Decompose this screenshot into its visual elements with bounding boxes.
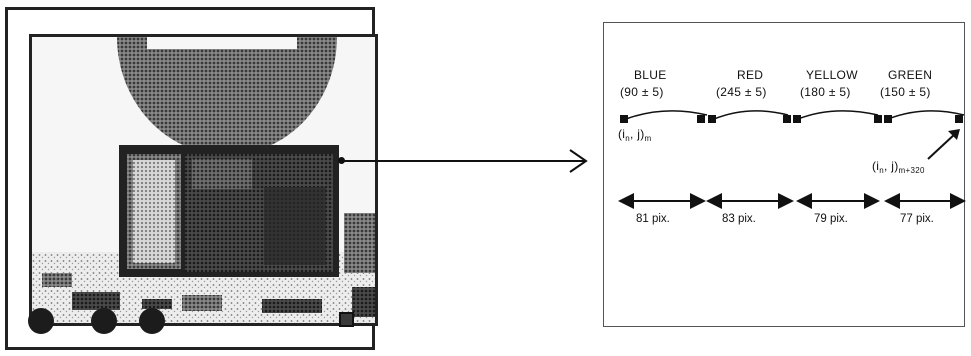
boundary-marker-3a (874, 115, 882, 123)
monitor-knob-2[interactable] (91, 308, 117, 334)
boundary-marker-2b (793, 115, 801, 123)
segment-width-arrows (618, 193, 966, 209)
color-name-blue: BLUE (634, 68, 667, 82)
arrow-head-icon (569, 149, 588, 173)
boundary-marker-2a (783, 115, 791, 123)
color-range-blue: (90 ± 5) (620, 85, 664, 99)
pixel-width-yellow: 79 pix. (814, 213, 848, 225)
arrow-line (341, 160, 585, 162)
monitor-knob-3[interactable] (139, 308, 165, 334)
color-range-green: (150 ± 5) (880, 85, 931, 99)
brace-yellow (797, 110, 879, 120)
monitor-frame (5, 7, 378, 350)
start-coordinate-label: (in, j)m (618, 127, 652, 143)
brace-green (887, 110, 965, 120)
pixel-width-red: 83 pix. (722, 213, 756, 225)
pixel-width-green: 77 pix. (900, 213, 934, 225)
boundary-marker-1b (708, 115, 716, 123)
segment-braces (625, 110, 965, 120)
boundary-marker-end (955, 115, 963, 123)
color-name-red: RED (737, 68, 764, 82)
color-range-yellow: (180 ± 5) (800, 85, 851, 99)
monitor-knob-1[interactable] (28, 308, 54, 334)
monitor-square-button[interactable] (339, 312, 354, 327)
hemisphere-object (117, 37, 337, 155)
screen-image (32, 37, 375, 323)
color-name-yellow: YELLOW (806, 68, 858, 82)
end-pointer-arrow-icon (927, 129, 960, 160)
hemisphere-cutout (147, 37, 297, 49)
pixel-width-blue: 81 pix. (636, 213, 670, 225)
brace-blue (625, 110, 708, 120)
color-range-red: (245 ± 5) (716, 85, 767, 99)
color-name-green: GREEN (888, 68, 933, 82)
boundary-marker-start (620, 115, 628, 123)
monitor-screen (29, 34, 378, 326)
end-coordinate-label: (in, j)m+320 (872, 159, 925, 175)
scanline-panel: BLUE RED YELLOW GREEN (90 ± 5) (245 ± 5)… (603, 22, 966, 327)
boundary-marker-1a (697, 115, 705, 123)
brace-red (713, 110, 789, 120)
boundary-marker-3b (884, 115, 892, 123)
